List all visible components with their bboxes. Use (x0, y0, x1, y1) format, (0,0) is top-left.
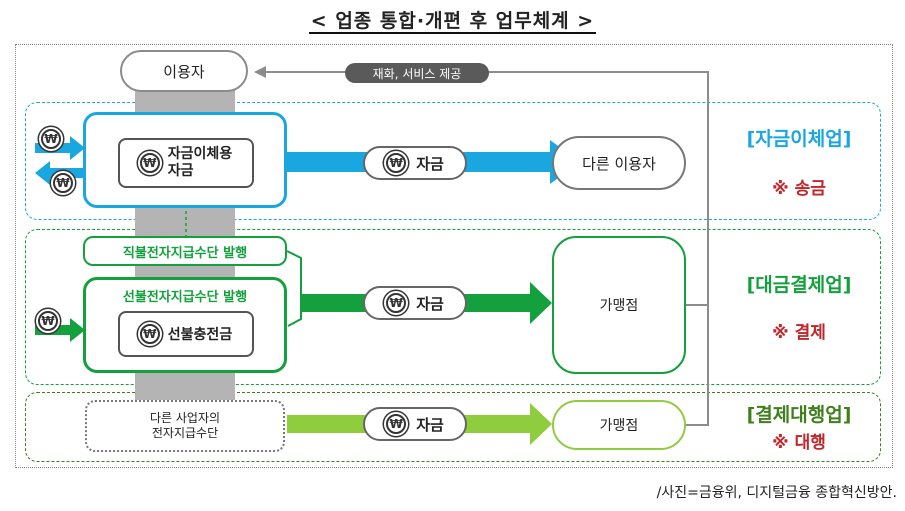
merchant-node-1: 가맹점 (552, 236, 686, 374)
return-flow-label: 재화, 서비스 제공 (345, 63, 489, 83)
prepaid-charge-box: ₩ 선불충전금 (118, 311, 254, 357)
photo-caption: /사진=금융위, 디지털금융 종합혁신방안. (656, 485, 897, 501)
sector-name-payment: [대금결제업] (746, 274, 852, 296)
won-coin-icon: ₩ (139, 324, 160, 344)
other-provider-label: 다른 사업자의 전자지급수단 (149, 411, 221, 440)
coin-in-transfer: ₩ (38, 126, 64, 152)
funds-pill-agency: ₩ 자금 (363, 407, 467, 441)
issuer-bracket (286, 250, 302, 327)
user-label: 이용자 (163, 62, 205, 81)
direct-payment-box: 직불전자지급수단 발행 (83, 236, 287, 266)
sector-desc-agency: ※ 대행 (772, 433, 826, 453)
diagram-frame (15, 44, 893, 468)
funds-pill-transfer: ₩ 자금 (363, 146, 467, 180)
return-flow-text: 재화, 서비스 제공 (372, 66, 462, 81)
funds-label: 자금 (416, 415, 444, 434)
band-agency (25, 392, 881, 462)
funds-label: 자금 (416, 154, 444, 173)
sector-name-agency: [결제대행업] (746, 404, 852, 426)
prepaid-payment-label: 선불전자지급수단 발행 (122, 290, 248, 305)
sector-name-transfer: [자금이체업] (746, 128, 852, 150)
funds-pill-payment: ₩ 자금 (363, 286, 467, 320)
won-coin-icon: ₩ (139, 153, 160, 173)
prepaid-charge-label: 선불충전금 (167, 327, 233, 343)
band-payment (25, 229, 881, 385)
return-flow-arrowhead (254, 66, 266, 78)
other-user-label: 다른 이용자 (582, 154, 656, 173)
band-transfer (25, 102, 881, 220)
won-coin-icon: ₩ (41, 129, 61, 149)
transfer-funds-box: ₩ 자금이체용 자금 (118, 138, 254, 188)
funds-label: 자금 (416, 294, 444, 313)
won-coin-icon: ₩ (53, 173, 73, 193)
merchant-label: 가맹점 (599, 298, 639, 314)
won-coin-icon: ₩ (386, 153, 407, 173)
sector-desc-payment: ※ 결제 (772, 323, 826, 343)
won-coin-icon: ₩ (38, 311, 58, 331)
green-in-arrow (35, 318, 85, 342)
other-provider-box: 다른 사업자의 전자지급수단 (85, 400, 285, 452)
blue-in-arrow (35, 136, 85, 160)
page-title: < 업종 통합·개편 후 업무체계 > (308, 10, 597, 34)
won-coin-icon: ₩ (386, 414, 407, 434)
coin-out-transfer: ₩ (50, 170, 76, 196)
direct-payment-label: 직불전자지급수단 발행 (122, 245, 248, 261)
won-coin-icon: ₩ (386, 293, 407, 313)
other-user-node: 다른 이용자 (552, 136, 686, 190)
coin-in-payment: ₩ (35, 308, 61, 334)
sector-desc-transfer: ※ 송금 (772, 179, 826, 199)
user-node: 이용자 (120, 50, 248, 92)
merchant-label: 가맹점 (599, 418, 639, 434)
merchant-node-2: 가맹점 (552, 400, 686, 450)
transfer-funds-label: 자금이체용 자금 (167, 146, 233, 179)
